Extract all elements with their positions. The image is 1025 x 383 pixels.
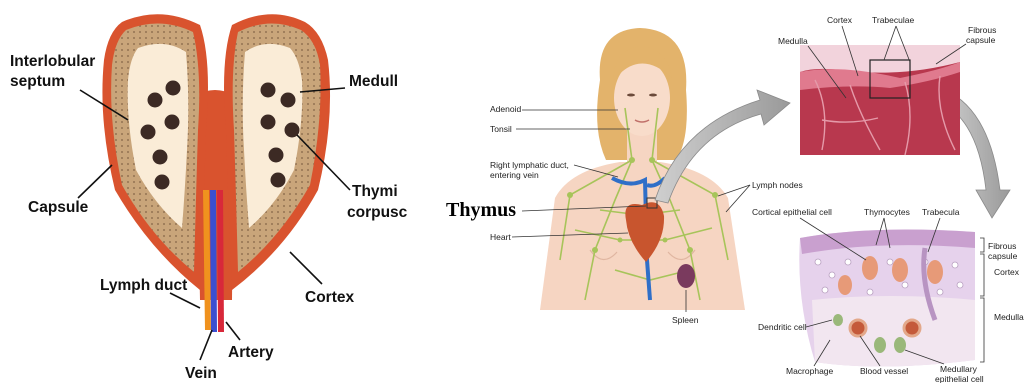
label-interlobular-septum-1: Interlobular — [10, 53, 95, 70]
label-thymic-corpuscle-2: corpusc — [347, 204, 408, 221]
label-cortex: Cortex — [994, 267, 1020, 277]
micrograph: Medulla Cortex Trabeculae Fibrous capsul… — [778, 15, 996, 155]
label-right-lymphatic-duct-2: entering vein — [490, 170, 539, 180]
label-vein: Vein — [185, 365, 217, 382]
label-interlobular-septum-2: septum — [10, 73, 65, 90]
lymph-duct-vessel — [206, 190, 208, 330]
label-macrophage: Macrophage — [786, 366, 834, 376]
blood-vessel-left — [850, 320, 866, 336]
label-cortex-left: Cortex — [305, 289, 354, 306]
spleen — [677, 264, 695, 288]
thymus-lobes-diagram: Interlobular septum Medull Capsule Thymi… — [10, 14, 408, 382]
label-micro-cortex: Cortex — [827, 15, 853, 25]
body-figure: Adenoid Tonsil Right lymphatic duct, ent… — [446, 28, 803, 325]
label-artery: Artery — [228, 344, 274, 361]
artery-vessel — [220, 190, 221, 332]
label-lymph-duct: Lymph duct — [100, 277, 187, 294]
label-micro-medulla: Medulla — [778, 36, 808, 46]
blood-vessel-right — [904, 320, 920, 336]
label-fibrous-capsule-2: capsule — [988, 251, 1018, 261]
label-thymic-corpuscle-1: Thymi — [352, 183, 398, 200]
label-adenoid: Adenoid — [490, 104, 521, 114]
label-trabecula: Trabecula — [922, 207, 960, 217]
label-capsule: Capsule — [28, 199, 89, 216]
vein-vessel — [213, 190, 214, 332]
label-medullary-epithelial-cell-1: Medullary — [940, 364, 978, 374]
label-medulla-left: Medull — [349, 73, 398, 90]
label-spleen: Spleen — [672, 315, 699, 325]
label-micro-fibrous-capsule-1: Fibrous — [968, 25, 996, 35]
label-micro-trabeculae: Trabeculae — [872, 15, 914, 25]
label-blood-vessel: Blood vessel — [860, 366, 908, 376]
cell-diagram: Cortical epithelial cell Thymocytes Trab… — [752, 207, 1024, 383]
label-medullary-epithelial-cell-2: epithelial cell — [935, 374, 984, 383]
label-tonsil: Tonsil — [490, 124, 512, 134]
label-right-lymphatic-duct-1: Right lymphatic duct, — [490, 160, 569, 170]
label-fibrous-capsule-1: Fibrous — [988, 241, 1016, 251]
label-medulla: Medulla — [994, 312, 1024, 322]
label-micro-fibrous-capsule-2: capsule — [966, 35, 996, 45]
label-thymocytes: Thymocytes — [864, 207, 910, 217]
label-dendritic-cell: Dendritic cell — [758, 322, 807, 332]
label-cortical-epithelial-cell: Cortical epithelial cell — [752, 207, 832, 217]
thymus-title: Thymus — [446, 199, 516, 221]
label-lymph-nodes: Lymph nodes — [752, 180, 803, 190]
label-heart: Heart — [490, 232, 511, 242]
